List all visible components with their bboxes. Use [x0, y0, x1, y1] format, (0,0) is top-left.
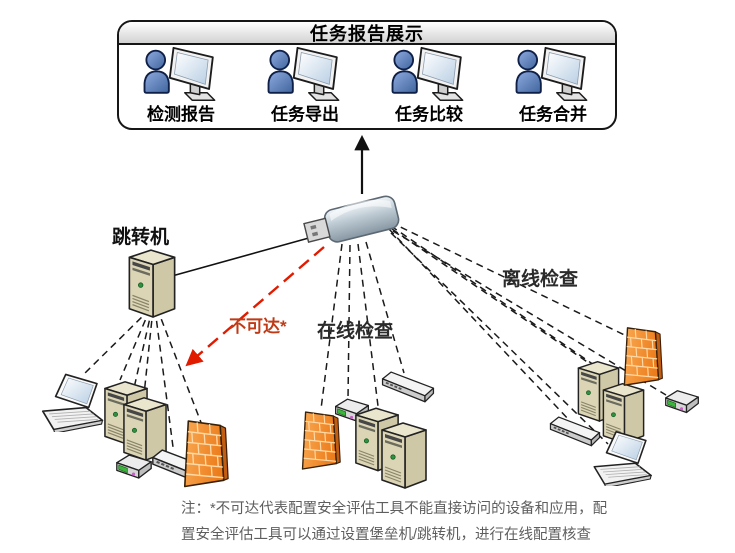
firewall-icon — [183, 420, 229, 488]
usb-to-jumphost-line — [153, 235, 317, 282]
jump-host-label: 跳转机 — [112, 227, 170, 248]
user-monitor-icon — [388, 46, 470, 104]
server-icon — [381, 422, 427, 489]
footnote-line: 置安全评估工具可以通过设置堡垒机/跳转机，进行在线配置核查 — [181, 527, 592, 543]
station-label: 检测报告 — [147, 105, 215, 124]
online-check-label: 在线检查 — [317, 321, 394, 342]
user-monitor-icon — [140, 46, 222, 104]
user-monitor-icon — [264, 46, 346, 104]
station-label: 任务合并 — [519, 105, 587, 124]
online-check-lines — [320, 241, 405, 410]
usb-device-icon — [301, 192, 402, 250]
server-icon — [123, 397, 167, 461]
station-row: 检测报告 任务导出 任务比较 任务合并 — [119, 45, 615, 128]
footnote-line: 注：*不可达代表配置安全评估工具不能直接访问的设备和应用，配 — [181, 501, 608, 517]
laptop-icon — [41, 373, 104, 432]
station-label: 任务导出 — [271, 105, 339, 124]
station-task-merge: 任务合并 — [491, 45, 615, 128]
router-icon — [665, 390, 699, 414]
user-monitor-icon — [512, 46, 594, 104]
footnote: 注：*不可达代表配置安全评估工具不能直接访问的设备和应用，配 置安全评估工具可以… — [181, 496, 607, 548]
laptop-icon — [593, 430, 652, 486]
task-report-panel: 任务报告展示 检测报告 任务导出 任务比较 任务合并 — [117, 20, 617, 130]
panel-title: 任务报告展示 — [119, 22, 615, 45]
jump-host-server-icon — [128, 249, 176, 318]
unreachable-label: 不可达* — [229, 317, 287, 336]
jumphost-device-lines — [83, 307, 203, 453]
unreachable-arrow — [185, 246, 325, 367]
firewall-icon — [623, 327, 664, 386]
switch-icon — [549, 416, 601, 447]
offline-check-lines — [388, 221, 667, 445]
offline-check-label: 离线检查 — [502, 269, 579, 290]
station-detection-report: 检测报告 — [119, 45, 243, 128]
station-task-export: 任务导出 — [243, 45, 367, 128]
firewall-icon — [301, 411, 341, 470]
station-task-compare: 任务比较 — [367, 45, 491, 128]
switch-icon — [381, 371, 435, 403]
station-label: 任务比较 — [395, 105, 463, 124]
